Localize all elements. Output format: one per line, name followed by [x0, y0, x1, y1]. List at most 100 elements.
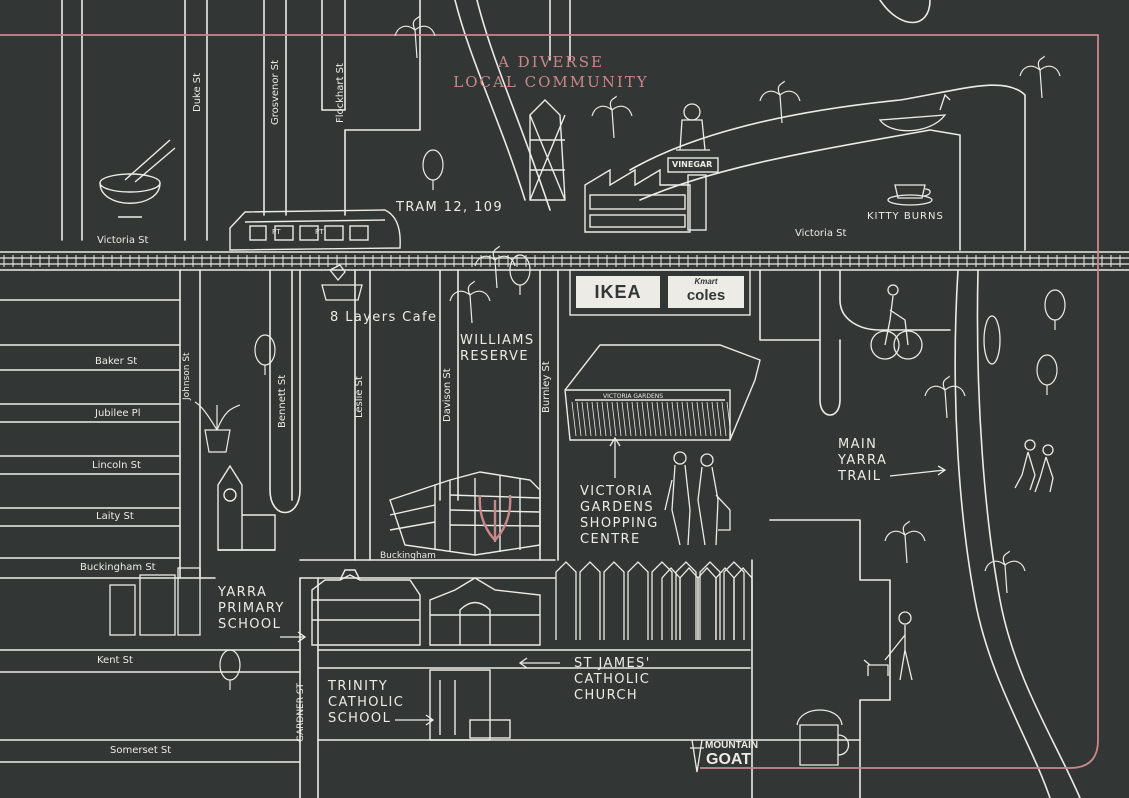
street-flockhart-lane	[344, 0, 421, 216]
street-label-davison: Davison St	[442, 368, 453, 422]
noodle-bowl-icon	[99, 139, 176, 218]
label-st-james-church: ST JAMES' CATHOLIC CHURCH	[574, 656, 651, 703]
frame-outline	[0, 34, 1099, 769]
east-cul-de-sac	[819, 269, 841, 416]
street-label-jubilee: Jubilee Pl	[95, 408, 141, 419]
st-james-church-building	[429, 577, 541, 646]
street-block-north	[0, 299, 181, 346]
church-icon	[217, 464, 276, 551]
street-flockhart	[321, 0, 346, 111]
pylon-icon	[529, 99, 566, 201]
street-label-somerset: Somerset St	[110, 745, 172, 756]
yarra-river-west-bank	[954, 269, 1051, 798]
label-victoria-gardens-sign: VICTORIA GARDENS	[603, 393, 664, 400]
trinity-school-building	[429, 669, 511, 741]
retail-sign-frame	[569, 269, 751, 316]
street-gardner	[299, 577, 319, 798]
street-label-lincoln: Lincoln St	[92, 460, 141, 471]
coffee-cup-icon	[887, 184, 933, 206]
dog-walker-icon	[863, 611, 913, 681]
mountain-goat-text-2: GOAT	[706, 751, 752, 768]
east-terraces-icon	[555, 561, 753, 640]
project-logo-icon	[478, 494, 512, 542]
street-label-buckingham: Buckingham St	[80, 562, 156, 573]
east-block-outline	[769, 519, 891, 798]
label-arrows	[280, 436, 947, 726]
title-line-1: A DIVERSE	[498, 53, 604, 71]
hikers-icon	[1014, 439, 1054, 493]
map-title: A DIVERSE LOCAL COMMUNITY	[440, 52, 662, 92]
terrace-houses-icon	[109, 567, 201, 636]
street-label-duke: Duke St	[192, 72, 203, 112]
street-somerset	[0, 739, 301, 763]
road-diagonal	[454, 0, 551, 211]
tram-code-2: PT	[315, 228, 324, 236]
label-trinity-catholic: TRINITY CATHOLIC SCHOOL	[328, 679, 405, 726]
river-path-north	[629, 84, 1026, 251]
east-loop-road	[839, 269, 951, 331]
rowboat-icon	[878, 93, 951, 132]
mountain-goat-text-1: MOUNTAIN	[705, 740, 759, 751]
label-vinegar: VINEGAR	[672, 160, 713, 169]
street-label-laity: Laity St	[96, 511, 134, 522]
title-line-2: LOCAL COMMUNITY	[453, 73, 649, 91]
street-duke	[184, 0, 208, 241]
tram-track	[0, 257, 1129, 265]
street-label-burnley: Burnley St	[541, 361, 552, 413]
mall-window-hatch	[571, 401, 732, 437]
street-label-buckingham-short: Buckingham	[380, 551, 436, 561]
street-far-west	[61, 0, 83, 241]
street-jubilee	[0, 421, 181, 457]
goat-icon	[690, 739, 704, 773]
trees-icons	[194, 15, 1066, 690]
street-label-grosvenor: Grosvenor St	[270, 59, 281, 125]
label-yarra-primary: YARRA PRIMARY SCHOOL	[218, 585, 285, 632]
street-top-mid	[549, 0, 571, 61]
beer-mug-icon	[796, 709, 850, 766]
fish-sculpture-icon	[983, 315, 1001, 365]
street-label-gardner: GARDNER ST	[296, 682, 306, 742]
kmart-coles-logo: Kmart coles	[668, 276, 744, 308]
statue-icon	[676, 103, 710, 151]
street-baker	[0, 369, 181, 405]
street-label-bennett: Bennett St	[277, 374, 288, 428]
label-kitty-burns: KITTY BURNS	[867, 211, 944, 222]
shopping-centre-building	[564, 344, 761, 441]
street-lincoln	[0, 473, 181, 509]
river-path-south	[639, 129, 961, 251]
label-victoria-gardens: VICTORIA GARDENS SHOPPING CENTRE	[580, 484, 659, 547]
tram-icon	[229, 209, 401, 251]
victoria-street-road	[0, 251, 1129, 271]
street-label-baker: Baker St	[95, 356, 138, 367]
yarra-river-east-bank	[976, 269, 1081, 798]
development-building	[389, 471, 541, 556]
coles-text: coles	[686, 287, 726, 304]
street-burnley	[539, 269, 559, 561]
factory-icon	[584, 157, 719, 233]
street-bennett-loop	[269, 269, 301, 514]
label-8-layers-cafe: 8 Layers Cafe	[330, 310, 438, 325]
street-label-victoria-west: Victoria St	[97, 235, 149, 246]
track-ties	[3, 255, 1121, 267]
street-label-flockhart: Flockhart St	[335, 63, 346, 123]
road-top-curve	[879, 0, 931, 24]
street-label-victoria-east: Victoria St	[795, 228, 847, 239]
street-johnson	[179, 269, 201, 579]
ikea-logo: IKEA	[576, 276, 660, 308]
tram-code-1: PT	[272, 228, 281, 236]
street-kent	[0, 649, 301, 673]
label-tram: TRAM 12, 109	[396, 200, 504, 215]
street-davison	[439, 269, 459, 501]
label-williams-reserve: WILLIAMS RESERVE	[460, 333, 535, 364]
kmart-text: Kmart	[694, 277, 718, 286]
street-buckingham-south	[299, 559, 556, 579]
street-label-leslie: Leslie St	[354, 376, 365, 418]
street-mid-south	[317, 649, 751, 669]
street-label-kent: Kent St	[97, 655, 133, 666]
cake-icon	[321, 264, 363, 301]
street-leslie	[354, 269, 371, 561]
east-lane	[759, 269, 821, 341]
primary-school-building	[311, 569, 421, 646]
